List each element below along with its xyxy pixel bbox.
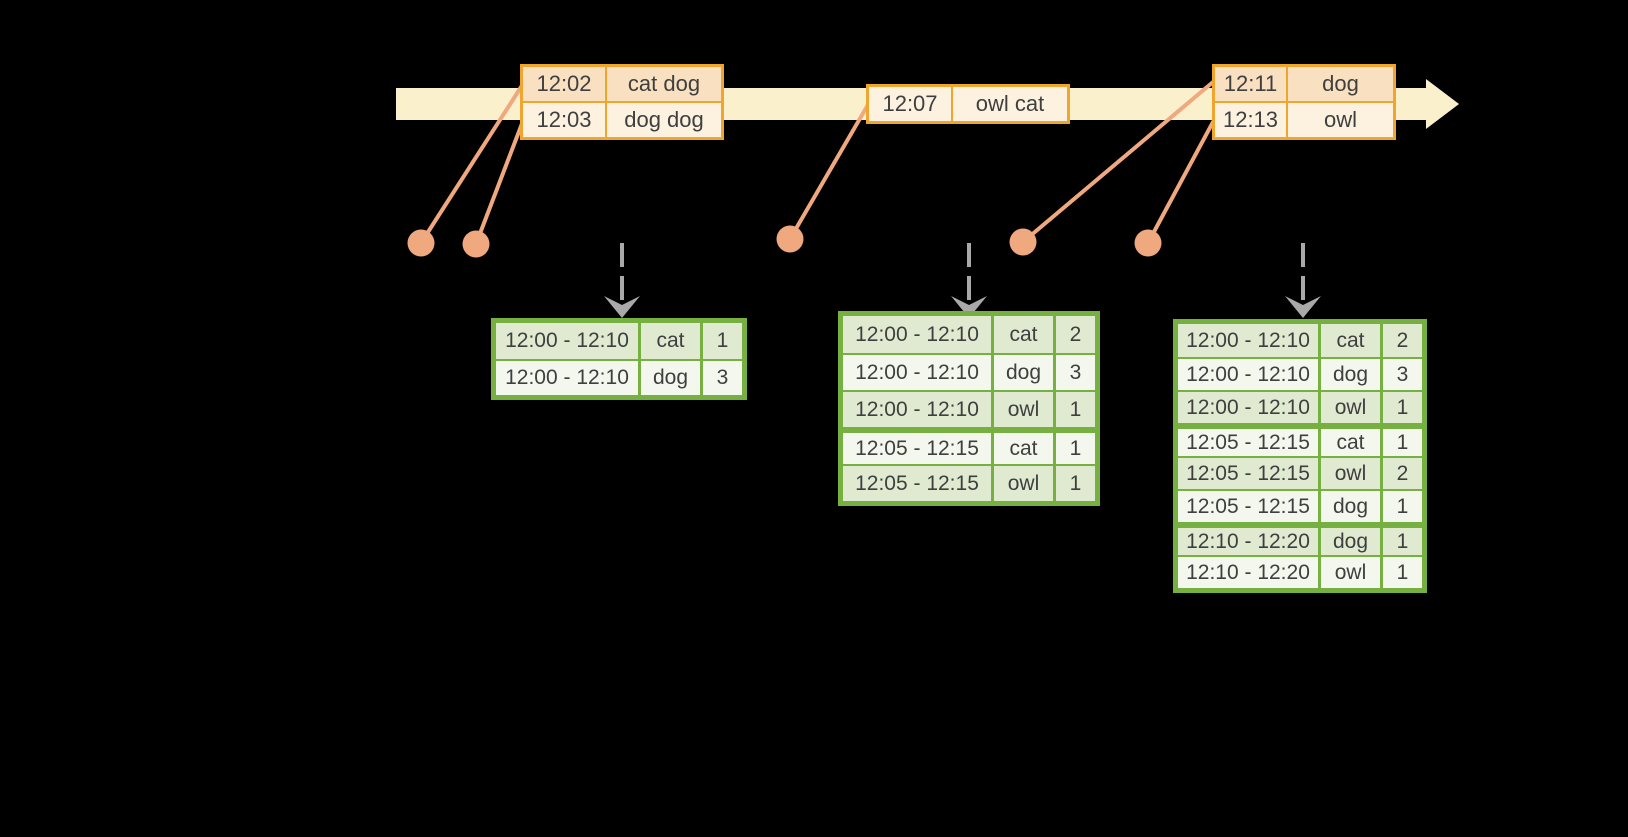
result-word: cat <box>1318 324 1380 357</box>
result-window: 12:00 - 12:10 <box>1178 324 1318 357</box>
trigger-arrow <box>604 243 640 318</box>
event-row: 12:02 cat dog <box>523 67 721 101</box>
event-row: 12:13 owl <box>1215 101 1393 137</box>
result-word: dog <box>638 361 700 395</box>
event-time: 12:03 <box>523 103 607 137</box>
result-row: 12:00 - 12:10 owl 1 <box>843 390 1095 427</box>
result-window: 12:00 - 12:10 <box>496 323 638 359</box>
result-count: 1 <box>1053 433 1095 464</box>
event-row: 12:11 dog <box>1215 67 1393 101</box>
result-window: 12:10 - 12:20 <box>1178 528 1318 555</box>
result-window: 12:00 - 12:10 <box>843 392 991 427</box>
event-words: dog <box>1288 67 1393 101</box>
result-word: cat <box>991 316 1053 353</box>
event-dot <box>776 225 804 253</box>
result-word: dog <box>991 355 1053 390</box>
result-row: 12:05 - 12:15 owl 2 <box>1178 456 1422 489</box>
result-window: 12:05 - 12:15 <box>1178 458 1318 489</box>
result-count: 2 <box>1380 458 1422 489</box>
result-count: 1 <box>1053 466 1095 501</box>
result-window: 12:00 - 12:10 <box>843 316 991 353</box>
result-word: owl <box>991 392 1053 427</box>
trigger-arrowhead-icon <box>604 296 640 318</box>
result-row: 12:00 - 12:10 cat 2 <box>1178 324 1422 357</box>
result-word: cat <box>638 323 700 359</box>
result-word: owl <box>1318 458 1380 489</box>
result-window: 12:05 - 12:15 <box>843 466 991 501</box>
result-row: 12:05 - 12:15 cat 1 <box>1178 423 1422 456</box>
result-word: cat <box>1318 429 1380 456</box>
result-word: owl <box>991 466 1053 501</box>
result-count: 1 <box>1380 429 1422 456</box>
event-dot <box>407 229 435 257</box>
event-box-1: 12:02 cat dog 12:03 dog dog <box>520 64 724 140</box>
result-word: dog <box>1318 359 1380 390</box>
result-count: 1 <box>700 323 742 359</box>
result-table-1: 12:00 - 12:10 cat 1 12:00 - 12:10 dog 3 <box>491 318 747 400</box>
result-row: 12:10 - 12:20 owl 1 <box>1178 555 1422 588</box>
result-window: 12:05 - 12:15 <box>843 433 991 464</box>
result-count: 2 <box>1380 324 1422 357</box>
result-count: 1 <box>1380 491 1422 522</box>
event-dot <box>1009 228 1037 256</box>
result-count: 3 <box>700 361 742 395</box>
trigger-arrowhead-icon <box>1285 296 1321 318</box>
trigger-arrow <box>1285 243 1321 318</box>
result-window: 12:00 - 12:10 <box>496 361 638 395</box>
event-words: cat dog <box>607 67 721 101</box>
event-connector-line <box>419 82 525 245</box>
result-row: 12:10 - 12:20 dog 1 <box>1178 522 1422 555</box>
trigger-arrow <box>951 243 987 318</box>
result-word: owl <box>1318 392 1380 423</box>
result-window: 12:05 - 12:15 <box>1178 491 1318 522</box>
result-word: dog <box>1318 491 1380 522</box>
result-row: 12:00 - 12:10 owl 1 <box>1178 390 1422 423</box>
trigger-arrowhead-icon <box>951 296 987 318</box>
result-row: 12:00 - 12:10 cat 2 <box>843 316 1095 353</box>
event-box-2: 12:07 owl cat <box>866 84 1070 124</box>
result-count: 1 <box>1380 528 1422 555</box>
result-row: 12:05 - 12:15 dog 1 <box>1178 489 1422 522</box>
event-dot <box>1134 229 1162 257</box>
result-count: 1 <box>1380 557 1422 588</box>
event-time: 12:11 <box>1215 67 1288 101</box>
event-words: owl <box>1288 103 1393 137</box>
event-words: owl cat <box>953 87 1067 121</box>
event-row: 12:07 owl cat <box>869 87 1067 121</box>
event-time: 12:07 <box>869 87 953 121</box>
result-count: 2 <box>1053 316 1095 353</box>
result-row: 12:00 - 12:10 dog 3 <box>843 353 1095 390</box>
event-connector-line <box>1146 120 1215 245</box>
result-window: 12:10 - 12:20 <box>1178 557 1318 588</box>
result-window: 12:00 - 12:10 <box>843 355 991 390</box>
event-dot <box>462 230 490 258</box>
result-table-3: 12:00 - 12:10 cat 2 12:00 - 12:10 dog 3 … <box>1173 319 1427 593</box>
result-count: 3 <box>1053 355 1095 390</box>
result-word: dog <box>1318 528 1380 555</box>
result-row: 12:05 - 12:15 owl 1 <box>843 464 1095 501</box>
result-count: 1 <box>1380 392 1422 423</box>
result-row: 12:00 - 12:10 dog 3 <box>1178 357 1422 390</box>
result-row: 12:00 - 12:10 cat 1 <box>496 323 742 359</box>
result-count: 1 <box>1053 392 1095 427</box>
event-time: 12:02 <box>523 67 607 101</box>
result-word: cat <box>991 433 1053 464</box>
result-row: 12:05 - 12:15 cat 1 <box>843 427 1095 464</box>
event-connector-line <box>1021 80 1215 244</box>
event-connector-line <box>474 119 525 246</box>
event-connector-line <box>788 101 871 241</box>
result-word: owl <box>1318 557 1380 588</box>
event-box-3: 12:11 dog 12:13 owl <box>1212 64 1396 140</box>
result-window: 12:00 - 12:10 <box>1178 359 1318 390</box>
event-row: 12:03 dog dog <box>523 101 721 137</box>
result-window: 12:05 - 12:15 <box>1178 429 1318 456</box>
timeline-arrowhead-icon <box>1426 79 1459 129</box>
result-row: 12:00 - 12:10 dog 3 <box>496 359 742 395</box>
result-window: 12:00 - 12:10 <box>1178 392 1318 423</box>
event-words: dog dog <box>607 103 721 137</box>
result-table-2: 12:00 - 12:10 cat 2 12:00 - 12:10 dog 3 … <box>838 311 1100 506</box>
event-time: 12:13 <box>1215 103 1288 137</box>
result-count: 3 <box>1380 359 1422 390</box>
